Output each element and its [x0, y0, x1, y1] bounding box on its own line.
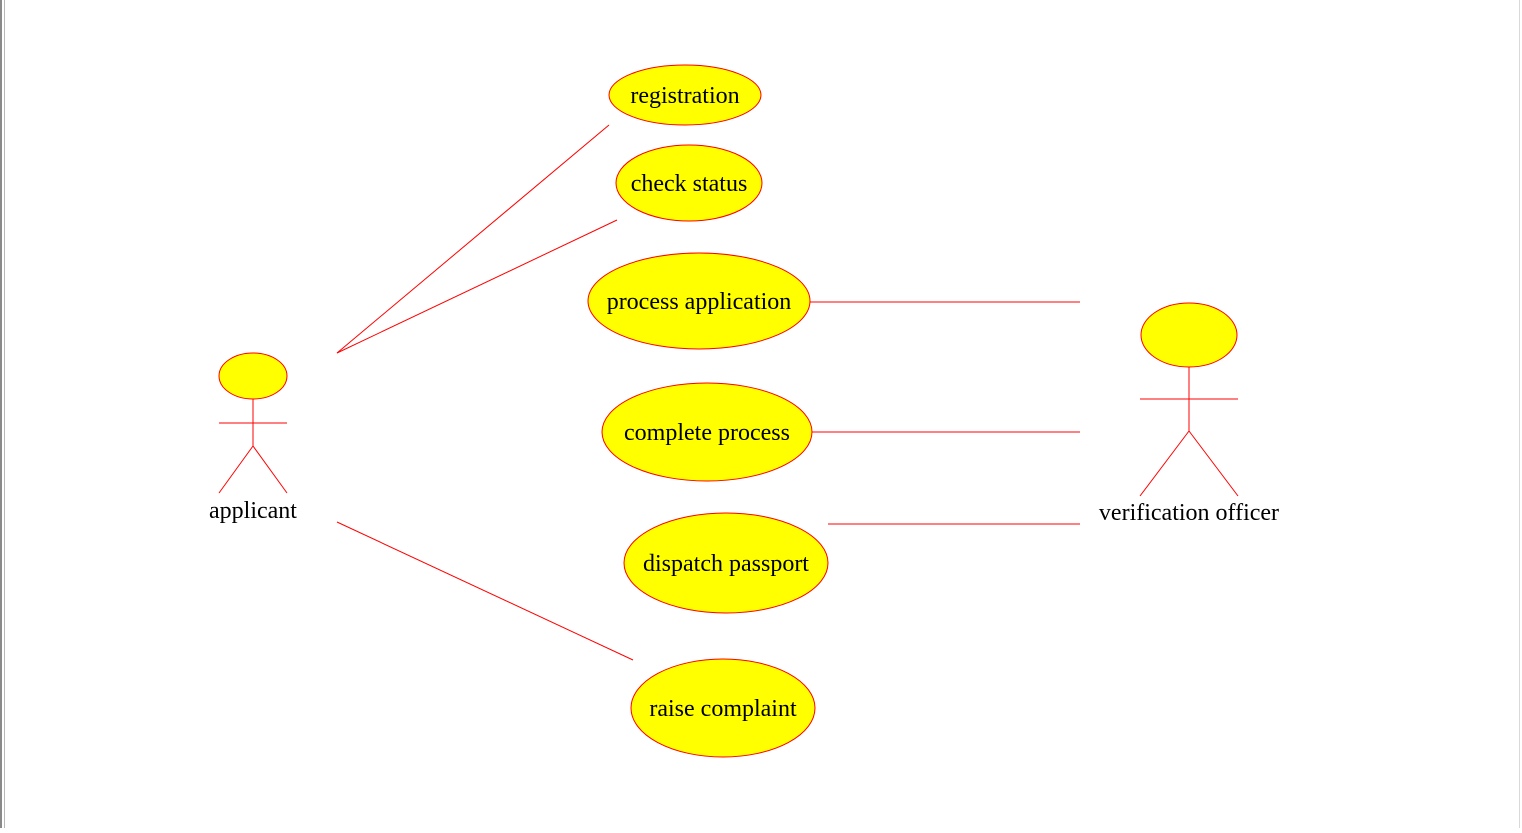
- use-case-dispatch-passport[interactable]: dispatch passport: [623, 512, 829, 614]
- actor-applicant-left-leg: [218, 445, 254, 494]
- use-case-process-application[interactable]: process application: [587, 252, 811, 350]
- window-left-border: [0, 0, 2, 828]
- actor-officer-label: verification officer: [1099, 500, 1279, 526]
- assoc-applicant-raise-complaint: [336, 521, 634, 661]
- actor-applicant-label: applicant: [209, 498, 297, 524]
- use-case-registration[interactable]: registration: [608, 64, 762, 126]
- actor-officer-right-leg: [1188, 430, 1239, 497]
- window-left-border-inner: [4, 0, 5, 828]
- use-case-registration-label: registration: [630, 83, 739, 109]
- use-case-raise-complaint-shape: [630, 658, 816, 758]
- use-case-complete-process-shape: [601, 382, 813, 482]
- actor-verification-officer[interactable]: verification officer: [1099, 302, 1279, 526]
- actor-applicant-right-leg: [252, 445, 288, 494]
- actor-officer-head: [1140, 302, 1238, 368]
- use-case-raise-complaint[interactable]: raise complaint: [630, 658, 816, 758]
- actor-applicant[interactable]: applicant: [209, 352, 297, 524]
- use-case-process-application-label: process application: [607, 289, 792, 315]
- actor-applicant-head: [218, 352, 288, 400]
- assoc-applicant-registration: [336, 124, 610, 354]
- use-case-process-application-shape: [587, 252, 811, 350]
- use-case-raise-complaint-label: raise complaint: [649, 696, 797, 722]
- use-case-dispatch-passport-shape: [623, 512, 829, 614]
- use-case-check-status-label: check status: [631, 171, 748, 197]
- use-case-complete-process-label: complete process: [624, 420, 790, 446]
- window-right-border: [1519, 0, 1520, 828]
- use-case-check-status[interactable]: check status: [615, 144, 763, 222]
- use-case-check-status-shape: [615, 144, 763, 222]
- use-case-complete-process[interactable]: complete process: [601, 382, 813, 482]
- actor-officer-left-leg: [1139, 430, 1190, 497]
- assoc-applicant-check-status: [336, 219, 618, 354]
- use-case-dispatch-passport-label: dispatch passport: [643, 551, 809, 577]
- use-case-registration-shape: [608, 64, 762, 126]
